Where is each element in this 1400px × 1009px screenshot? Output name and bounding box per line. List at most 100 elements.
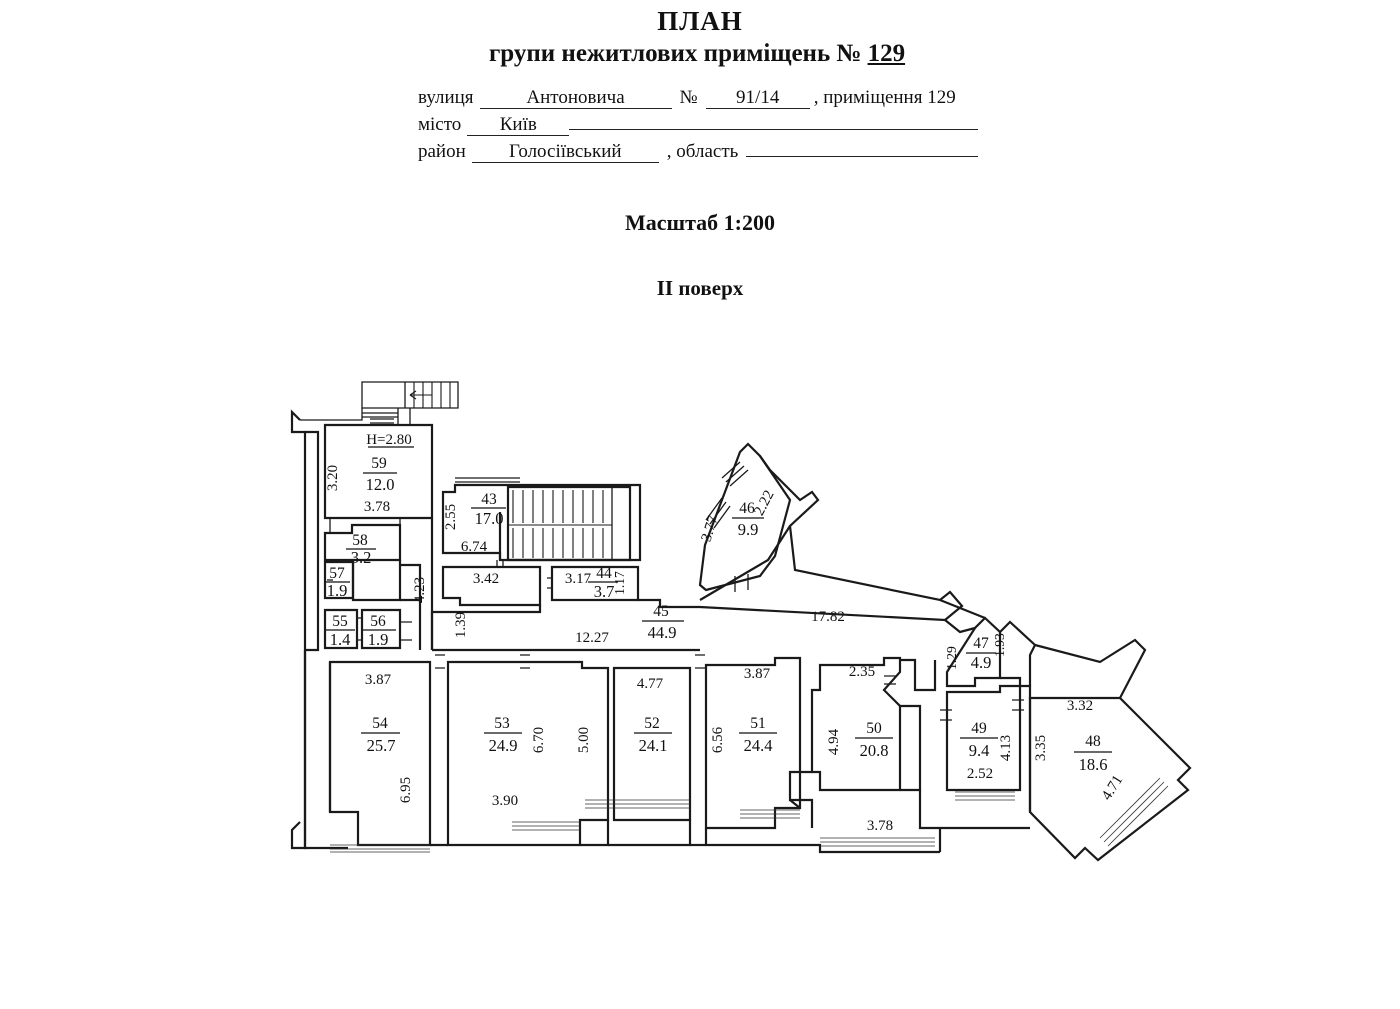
dim-53-height: 6.70: [531, 727, 547, 753]
room-area-50: 20.8: [860, 741, 889, 760]
room-number-59: 59: [371, 455, 387, 472]
building-number-value: 91/14: [705, 88, 810, 109]
dim-53-width: 3.90: [492, 793, 518, 809]
dim-12-27: 12.27: [575, 630, 609, 646]
room-number-45: 45: [653, 603, 669, 620]
central-staircase: [506, 485, 632, 562]
room-59: H=2.80 59 12.0 3.20 3.78: [323, 418, 434, 520]
vestibule-3-42: 3.42: [441, 560, 542, 607]
outer-wall-left: [290, 409, 348, 850]
dim-47-b: 1.93: [992, 633, 1007, 657]
room-number-46: 46: [739, 500, 755, 517]
dim-46-b: 2.22: [751, 488, 777, 519]
dim-48-diag: 4.71: [1099, 773, 1126, 804]
region-label: , область: [666, 141, 739, 162]
room-area-53: 24.9: [489, 736, 518, 755]
room-number-49: 49: [971, 720, 987, 737]
room-47: 47 4.9 1.29 1.93: [944, 616, 1007, 688]
room-area-56: 1.9: [368, 630, 389, 649]
dim-50-width: 2.35: [849, 664, 875, 680]
address-row-city: місто Київ: [418, 115, 978, 142]
room-58: 58 3.2: [323, 523, 402, 567]
dim-4-23: 4.23: [412, 577, 428, 603]
room-number-48: 48: [1085, 733, 1101, 750]
room-51: 3.87 51 24.4 6.56: [695, 654, 802, 830]
dim-3-42: 3.42: [473, 571, 499, 587]
dim-48-left: 3.35: [1033, 735, 1049, 761]
city-label: місто: [418, 114, 462, 135]
room-area-51: 24.4: [744, 736, 773, 755]
page-title: ПЛАН: [657, 6, 743, 36]
lower-right-connector: [704, 658, 1030, 854]
room-area-46: 9.9: [738, 520, 759, 539]
room-number-58: 58: [352, 532, 368, 549]
room-number-44: 44: [596, 565, 612, 582]
dim-54-height: 6.95: [398, 777, 414, 803]
room-number-55: 55: [332, 613, 348, 630]
room-area-52: 24.1: [639, 736, 668, 755]
room-number-56: 56: [370, 613, 386, 630]
room-52: 4.77 52 24.1 5.00: [576, 666, 692, 822]
room-area-45: 44.9: [648, 623, 677, 642]
room-area-48: 18.6: [1079, 755, 1108, 774]
window-room-53: [512, 821, 580, 831]
dim-49-height: 4.13: [998, 735, 1014, 761]
room-50: 2.35 50 20.8 4.94 3.78: [810, 656, 935, 847]
outer-wall-bottom: [430, 820, 942, 852]
city-rule: [569, 129, 978, 130]
corridor-spine-left: 4.23: [412, 518, 434, 650]
dim-49-width: 2.52: [967, 766, 993, 782]
dim-44-width: 3.17: [565, 571, 592, 587]
room-area-43: 17.0: [475, 509, 504, 528]
dim-52-height: 5.00: [576, 727, 592, 753]
corridor-upper-right-link: [944, 619, 1022, 686]
dim-50-height: 4.94: [826, 728, 842, 755]
room-area-49: 9.4: [969, 741, 990, 760]
room-number-51: 51: [750, 715, 766, 732]
dim-59-height: 3.20: [325, 465, 341, 491]
room-number-47: 47: [973, 635, 989, 652]
district-label: район: [418, 141, 466, 162]
room-number-57: 57: [329, 565, 345, 582]
room-number-50: 50: [866, 720, 882, 737]
dim-43-width: 6.74: [461, 539, 488, 555]
window-room-50: [820, 837, 935, 847]
room-area-57: 1.9: [327, 581, 348, 600]
corridor-45: 45 44.9 12.27 1.39 17.82: [430, 598, 845, 652]
dim-54-width: 3.87: [365, 672, 392, 688]
window-room-51: [740, 809, 800, 819]
room-area-59: 12.0: [366, 475, 395, 494]
window-room-54: [330, 844, 430, 853]
dim-47-a: 1.29: [944, 646, 959, 670]
address-row-district: район Голосіївський , область: [418, 142, 978, 169]
number-label: №: [679, 87, 698, 108]
window-room-49: [955, 791, 1015, 801]
dim-44-depth: 1.17: [612, 571, 627, 595]
dim-1-39: 1.39: [453, 612, 469, 638]
premises-group-number: 129: [867, 40, 906, 68]
inner-partitions-upper-left: [327, 518, 422, 602]
room-area-58: 3.2: [351, 548, 372, 567]
dim-51-height: 6.56: [710, 726, 726, 753]
room-number-43: 43: [481, 491, 497, 508]
region-value-rule: [746, 156, 978, 157]
window-room-48: [1099, 777, 1169, 847]
dim-48-top: 3.32: [1067, 698, 1093, 714]
room-44: 3.17 44 3.7 1.17: [547, 565, 640, 602]
room-area-54: 25.7: [367, 736, 396, 755]
address-block: вулиця Антоновича № 91/14 , приміщення 1…: [418, 88, 978, 169]
premises-label: , приміщення 129: [813, 87, 956, 108]
address-row-street: вулиця Антоновича № 91/14 , приміщення 1…: [418, 88, 978, 115]
room-number-52: 52: [644, 715, 660, 732]
room-number-54: 54: [372, 715, 388, 732]
top-stair-block: [300, 381, 459, 424]
room-57: 57 1.9: [323, 560, 355, 600]
dim-46-a: 3.77: [699, 513, 722, 543]
dim-43-height: 2.55: [443, 504, 459, 530]
dim-59-width: 3.78: [364, 499, 390, 515]
room-area-44: 3.7: [594, 582, 615, 601]
room-area-47: 4.9: [971, 653, 992, 672]
